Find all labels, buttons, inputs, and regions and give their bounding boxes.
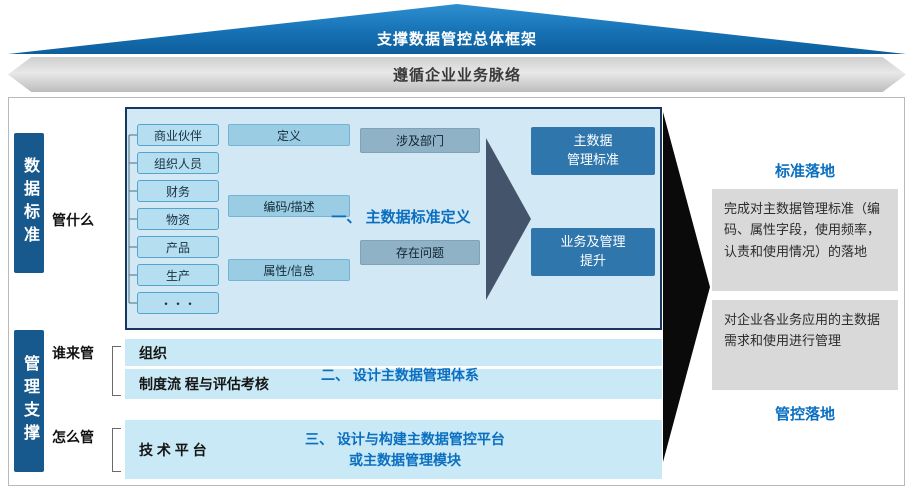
aspect-box: 存在问题 bbox=[360, 240, 480, 265]
label-who-manages: 谁来管 bbox=[52, 345, 94, 361]
business-band: 遵循企业业务脉络 bbox=[8, 57, 906, 92]
output-line: 业务及管理 bbox=[560, 234, 626, 250]
attribute-box: 定义 bbox=[228, 124, 350, 146]
standards-landing-title: 标准落地 bbox=[774, 163, 835, 180]
section3-title-line2: 或主数据管理模块 bbox=[349, 452, 461, 468]
row-process-assessment: 制度流 程与评估考核 bbox=[125, 369, 662, 399]
band-title: 遵循企业业务脉络 bbox=[392, 67, 521, 84]
sidebar-bar-data-standard: 数据标准 bbox=[14, 133, 44, 273]
how-bracket-line bbox=[112, 428, 121, 472]
output-box-standard: 主数据 管理标准 bbox=[531, 127, 655, 175]
entity-box-ellipsis: ・・・ bbox=[137, 292, 219, 314]
entity-box: 商业伙伴 bbox=[137, 124, 219, 146]
roof-title: 支撑数据管控总体框架 bbox=[376, 31, 537, 48]
entity-box: 组织人员 bbox=[137, 152, 219, 174]
output-line: 管理标准 bbox=[566, 152, 619, 167]
entity-box: 财务 bbox=[137, 180, 219, 202]
label-how-to-manage: 怎么管 bbox=[52, 429, 94, 445]
entity-box: 生产 bbox=[137, 264, 219, 286]
output-line: 提升 bbox=[579, 253, 606, 268]
attribute-box: 编码/描述 bbox=[228, 195, 350, 217]
output-box-improvement: 业务及管理 提升 bbox=[531, 228, 655, 276]
entity-box: 产品 bbox=[137, 236, 219, 258]
standards-landing-box: 完成对主数据管理标准（编码、属性字段，使用频率，认责和使用情况）的落地 bbox=[712, 189, 898, 291]
section3-title-line1: 三、 设计与构建主数据管控平台 bbox=[305, 431, 505, 447]
row-organization: 组织 bbox=[125, 339, 662, 366]
label-what-to-manage: 管什么 bbox=[52, 212, 94, 228]
row-organization-label: 组织 bbox=[139, 344, 167, 361]
section3-title: 三、 设计与构建主数据管控平台 或主数据管理模块 bbox=[240, 429, 570, 471]
control-landing-title: 管控落地 bbox=[774, 406, 835, 423]
row-tech-platform-label: 技 术 平 台 bbox=[139, 441, 207, 458]
output-line: 主数据 bbox=[573, 133, 613, 149]
entity-box: 物资 bbox=[137, 208, 219, 230]
section2-title: 二、 设计主数据管理体系 bbox=[321, 367, 479, 383]
row-tech-platform: 技 术 平 台 bbox=[125, 420, 662, 479]
aspect-box: 涉及部门 bbox=[360, 128, 480, 153]
roof-banner: 支撑数据管控总体框架 bbox=[8, 4, 906, 54]
control-landing-box: 对企业各业务应用的主数据需求和使用进行管理 bbox=[712, 300, 898, 390]
entity-connector-tree bbox=[128, 134, 138, 304]
row-process-assessment-label: 制度流 程与评估考核 bbox=[139, 376, 269, 392]
section1-title: 一、 主数据标准定义 bbox=[331, 209, 471, 226]
who-bracket-line bbox=[112, 346, 121, 396]
sidebar-bar-management-support: 管理支撑 bbox=[14, 330, 44, 472]
attribute-box: 属性/信息 bbox=[228, 259, 350, 281]
